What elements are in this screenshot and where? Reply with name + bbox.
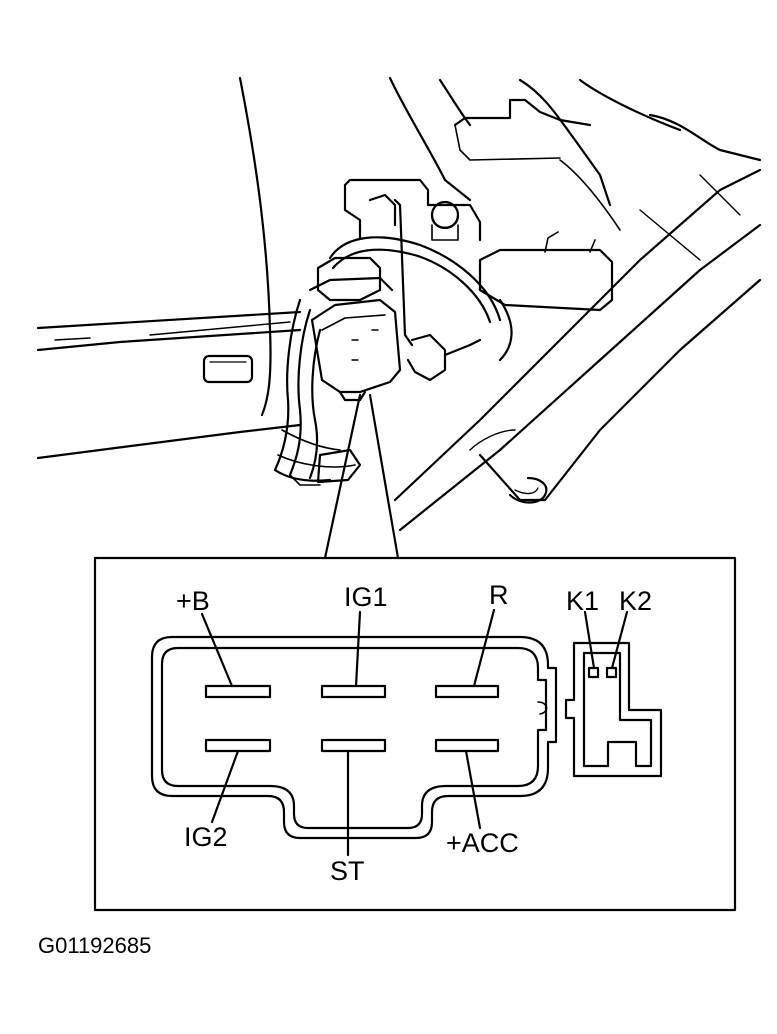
terminal-b-plus bbox=[204, 684, 272, 699]
terminal-k1 bbox=[587, 666, 600, 679]
leader-ig2 bbox=[210, 749, 240, 824]
label-acc-plus: +ACC bbox=[446, 828, 519, 858]
leader-k2 bbox=[610, 610, 629, 670]
steering-column-illustration bbox=[36, 76, 762, 532]
leader-k1 bbox=[583, 610, 596, 670]
label-k2: K2 bbox=[619, 586, 653, 616]
figure-id: G01192685 bbox=[38, 933, 152, 958]
label-b-plus: +B bbox=[176, 586, 210, 616]
leader-ig1 bbox=[354, 610, 362, 688]
terminal-k2 bbox=[605, 666, 618, 679]
terminal-r bbox=[434, 684, 500, 699]
terminal-st bbox=[320, 738, 387, 753]
label-r: R bbox=[489, 580, 509, 610]
label-ig1: IG1 bbox=[344, 582, 388, 612]
terminal-ig1 bbox=[320, 684, 387, 699]
inset-box bbox=[93, 556, 737, 912]
connector-face-outer bbox=[150, 635, 558, 840]
leader-line-right bbox=[368, 393, 400, 560]
label-k1: K1 bbox=[566, 586, 600, 616]
key-switch-outer bbox=[564, 641, 663, 778]
leader-line-left bbox=[323, 393, 362, 560]
leader-acc-plus bbox=[464, 749, 482, 830]
panel-slot bbox=[202, 354, 254, 384]
label-ig2: IG2 bbox=[184, 822, 228, 852]
key-switch-inner bbox=[582, 651, 653, 768]
terminal-acc-plus bbox=[434, 738, 500, 753]
connector-face-inner bbox=[160, 646, 548, 830]
terminal-ig2 bbox=[204, 738, 272, 753]
leader-r bbox=[472, 608, 496, 688]
leader-b-plus bbox=[200, 612, 234, 688]
label-st: ST bbox=[330, 856, 365, 886]
